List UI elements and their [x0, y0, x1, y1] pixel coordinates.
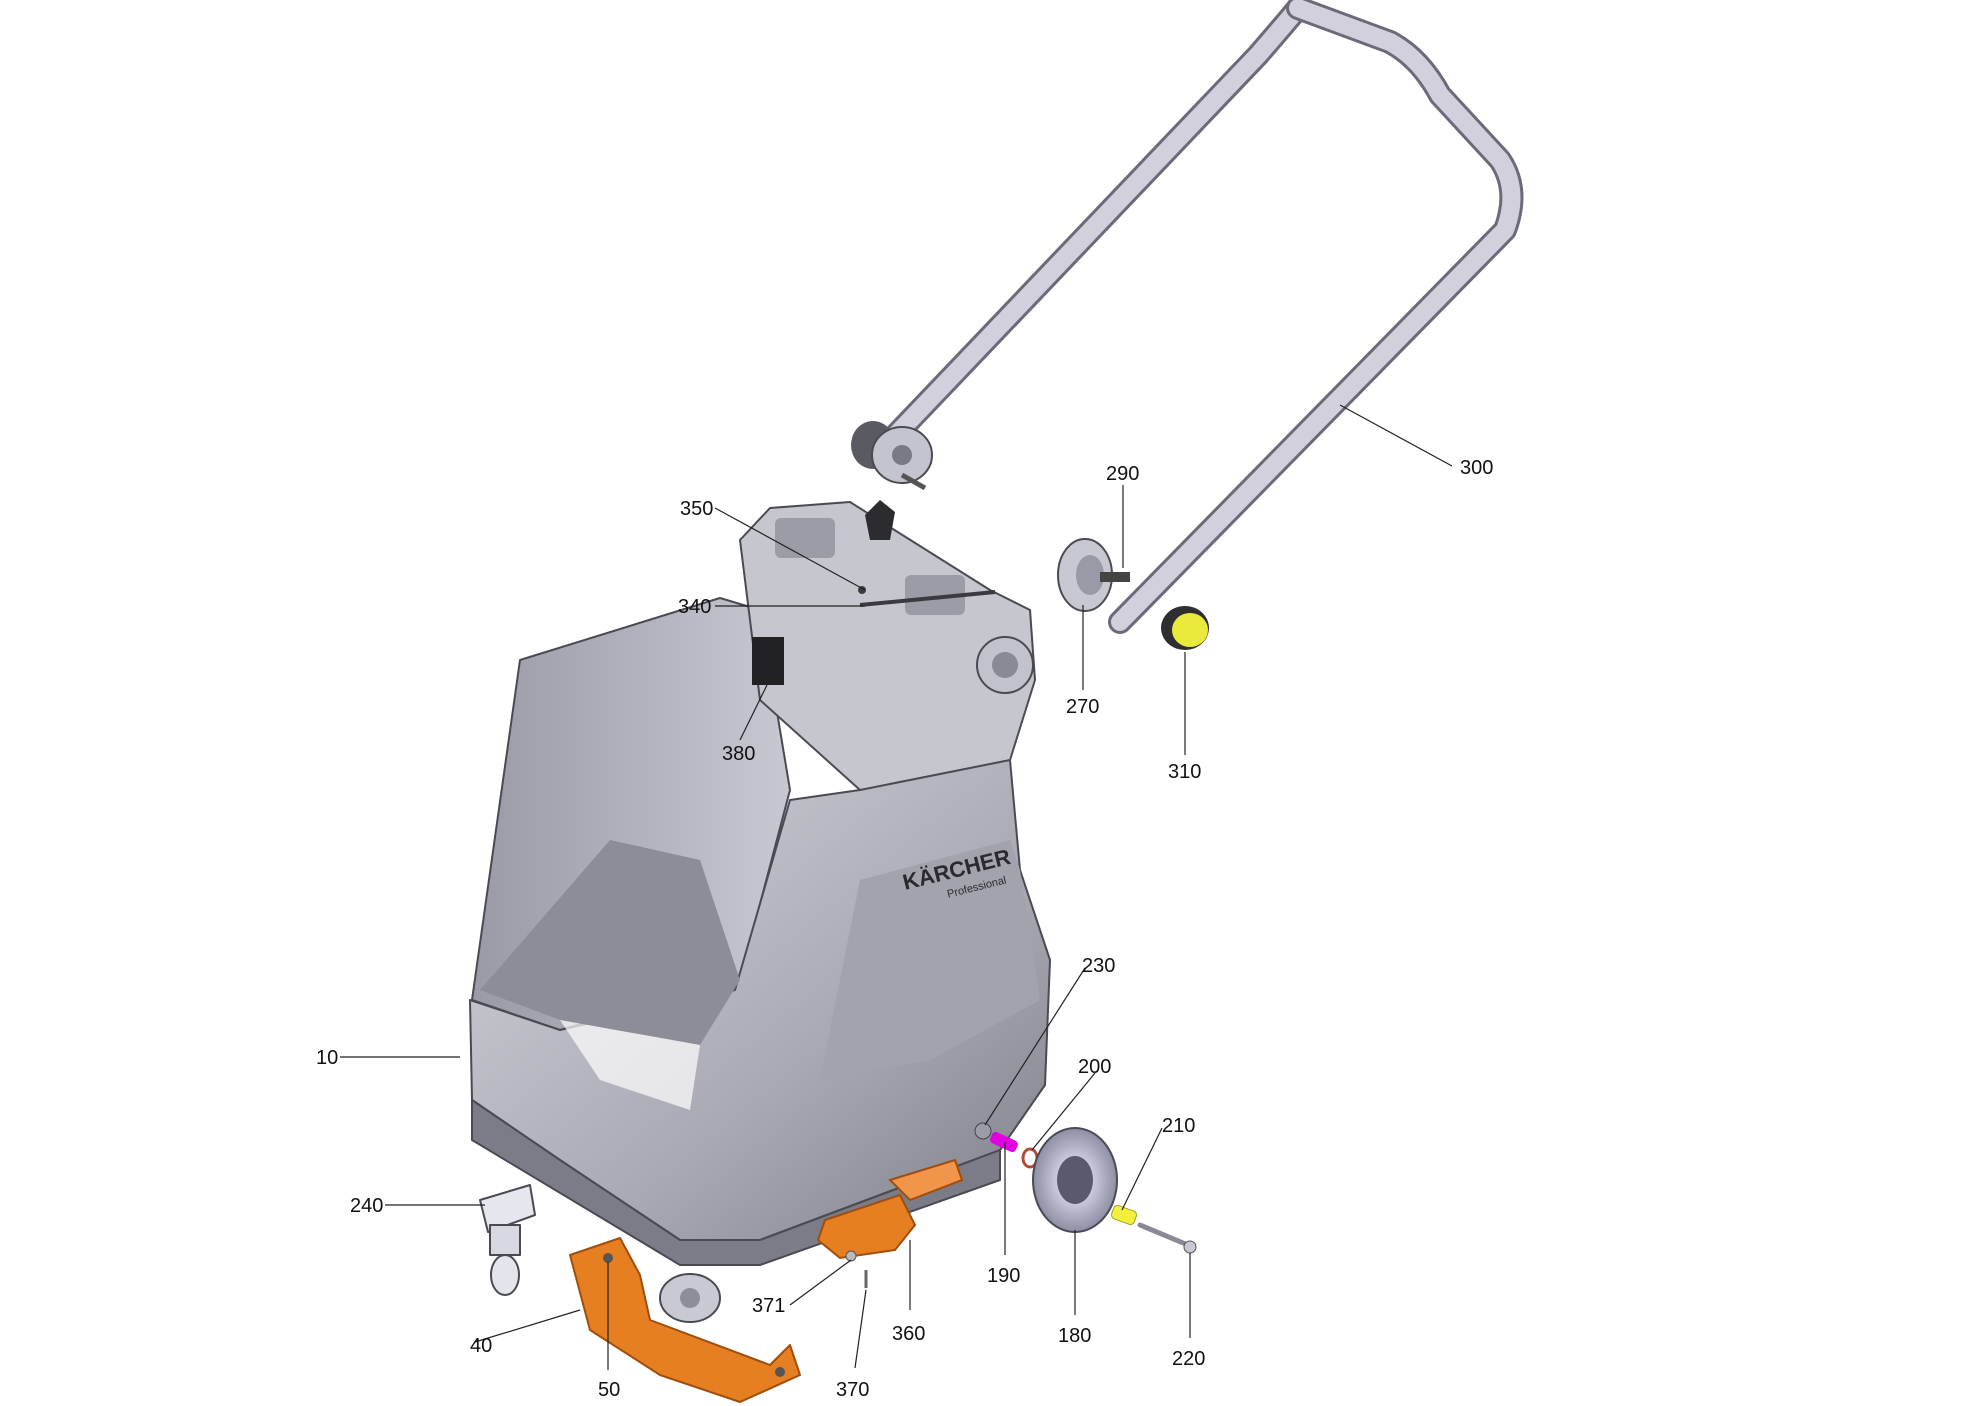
callout-380: 380	[722, 743, 755, 765]
foot-bracket-360	[816, 1158, 964, 1260]
handle-clamp-left	[851, 421, 933, 491]
callout-340: 340	[678, 596, 711, 618]
callout-350: 350	[680, 498, 713, 520]
callout-200: 200	[1078, 1056, 1111, 1078]
drain-rod	[858, 586, 996, 607]
handle-end-cap	[1161, 606, 1209, 650]
callout-230: 230	[1082, 955, 1115, 977]
callout-270: 270	[1066, 696, 1099, 718]
callout-210: 210	[1162, 1115, 1195, 1137]
screw-370	[845, 1250, 868, 1288]
caster-240	[479, 1184, 536, 1296]
tank-body	[469, 500, 1051, 1266]
callout-50: 50	[598, 1379, 620, 1401]
callout-290: 290	[1106, 463, 1139, 485]
callout-240: 240	[350, 1195, 383, 1217]
bottom-plate-40	[569, 1237, 801, 1403]
push-handle	[881, 0, 1524, 634]
callout-220: 220	[1172, 1348, 1205, 1370]
leader-lines	[340, 404, 1453, 1370]
callout-labels: 300 290 350 340 270 310 380 230 200 10 2…	[316, 457, 1493, 1401]
callout-300: 300	[1460, 457, 1493, 479]
axle-bolt-220	[1137, 1222, 1197, 1254]
callout-370: 370	[836, 1379, 869, 1401]
callout-371: 371	[752, 1295, 785, 1317]
callout-180: 180	[1058, 1325, 1091, 1347]
wheel-180	[1032, 1127, 1118, 1233]
callout-190: 190	[987, 1265, 1020, 1287]
wheel-bushing-210	[1110, 1204, 1138, 1226]
handle-clamp-270	[1057, 538, 1130, 612]
callout-40: 40	[470, 1335, 492, 1357]
callout-10: 10	[316, 1047, 338, 1069]
callout-310: 310	[1168, 761, 1201, 783]
front-caster	[659, 1273, 721, 1323]
callout-360: 360	[892, 1323, 925, 1345]
